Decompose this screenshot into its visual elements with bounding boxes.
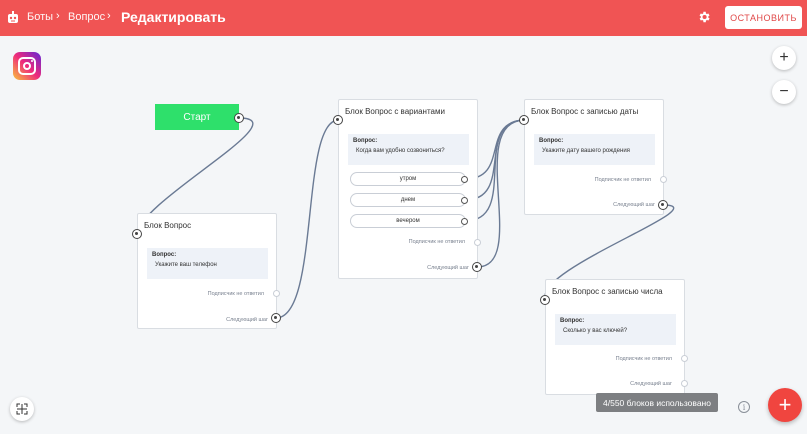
instagram-icon <box>13 52 41 80</box>
block-title: Блок Вопрос с вариантами <box>345 107 445 116</box>
question-text: Укажите дату вашего рождения <box>542 148 630 154</box>
breadcrumb-separator: › <box>107 10 111 22</box>
option-evening[interactable]: вечером <box>350 214 466 228</box>
usage-counter: 4/550 блоков использовано <box>596 393 718 412</box>
add-block-button[interactable]: + <box>768 388 802 422</box>
number-no-answer-port[interactable] <box>681 355 688 362</box>
start-node[interactable]: Старт <box>155 104 239 130</box>
no-answer-label: Подписчик не ответил <box>408 239 465 245</box>
next-step-label: Следующий шаг <box>630 381 672 387</box>
block-number[interactable]: Блок Вопрос с записью числа Вопрос: Скол… <box>545 279 685 395</box>
fit-screen-icon <box>16 403 28 415</box>
fit-screen-button[interactable] <box>10 397 34 421</box>
stop-button[interactable]: ОСТАНОВИТЬ <box>725 6 802 29</box>
question-text: Сколько у вас ключей? <box>563 328 628 334</box>
date-input-port[interactable] <box>519 115 529 125</box>
question-label: Вопрос: <box>539 138 564 144</box>
options-input-port[interactable] <box>333 115 343 125</box>
block-title: Блок Вопрос <box>144 221 192 230</box>
breadcrumb-bots[interactable]: Боты <box>27 11 54 23</box>
date-next-port[interactable] <box>658 200 668 210</box>
question-text: Укажите ваш телефон <box>155 262 217 268</box>
breadcrumb-question[interactable]: Вопрос <box>68 11 106 23</box>
date-no-answer-port[interactable] <box>660 176 667 183</box>
question-box: Вопрос: Когда вам удобно созвониться? <box>348 134 469 165</box>
no-answer-label: Подписчик не ответил <box>615 356 672 362</box>
next-step-label: Следующий шаг <box>613 202 655 208</box>
start-output-port[interactable] <box>234 113 244 123</box>
bot-icon[interactable] <box>7 11 19 24</box>
zoom-out-button[interactable]: − <box>772 80 796 104</box>
wire-options-next-to-date <box>476 119 525 268</box>
wire-question-to-options <box>275 119 339 319</box>
no-answer-label: Подписчик не ответил <box>207 291 264 297</box>
option-day[interactable]: днем <box>350 193 466 207</box>
number-input-port[interactable] <box>540 295 550 305</box>
block-title: Блок Вопрос с записью даты <box>531 107 639 116</box>
options-no-answer-port[interactable] <box>474 239 481 246</box>
question-input-port[interactable] <box>132 229 142 239</box>
question-label: Вопрос: <box>560 318 585 324</box>
question-no-answer-port[interactable] <box>273 290 280 297</box>
option-evening-port[interactable] <box>461 218 468 225</box>
block-date[interactable]: Блок Вопрос с записью даты Вопрос: Укажи… <box>524 99 664 215</box>
block-question[interactable]: Блок Вопрос Вопрос: Укажите ваш телефон … <box>137 213 277 329</box>
block-options[interactable]: Блок Вопрос с вариантами Вопрос: Когда в… <box>338 99 478 279</box>
zoom-in-button[interactable]: + <box>772 46 796 70</box>
no-answer-label: Подписчик не ответил <box>594 177 651 183</box>
question-box: Вопрос: Сколько у вас ключей? <box>555 314 676 345</box>
question-next-port[interactable] <box>271 313 281 323</box>
options-next-port[interactable] <box>472 262 482 272</box>
info-icon[interactable]: i <box>738 401 750 413</box>
option-morning-port[interactable] <box>461 176 468 183</box>
block-title: Блок Вопрос с записью числа <box>552 287 663 296</box>
question-label: Вопрос: <box>152 252 177 258</box>
page-title: Редактировать <box>121 9 226 25</box>
next-step-label: Следующий шаг <box>427 265 469 271</box>
question-label: Вопрос: <box>353 138 378 144</box>
breadcrumb-separator: › <box>56 10 60 22</box>
next-step-label: Следующий шаг <box>226 317 268 323</box>
question-box: Вопрос: Укажите дату вашего рождения <box>534 134 655 165</box>
number-next-port[interactable] <box>681 380 688 387</box>
question-box: Вопрос: Укажите ваш телефон <box>147 248 268 279</box>
top-bar: Боты › Вопрос › Редактировать ОСТАНОВИТЬ <box>0 0 807 36</box>
option-morning[interactable]: утром <box>350 172 466 186</box>
option-day-port[interactable] <box>461 197 468 204</box>
question-text: Когда вам удобно созвониться? <box>356 148 445 154</box>
gear-icon[interactable] <box>697 10 711 24</box>
